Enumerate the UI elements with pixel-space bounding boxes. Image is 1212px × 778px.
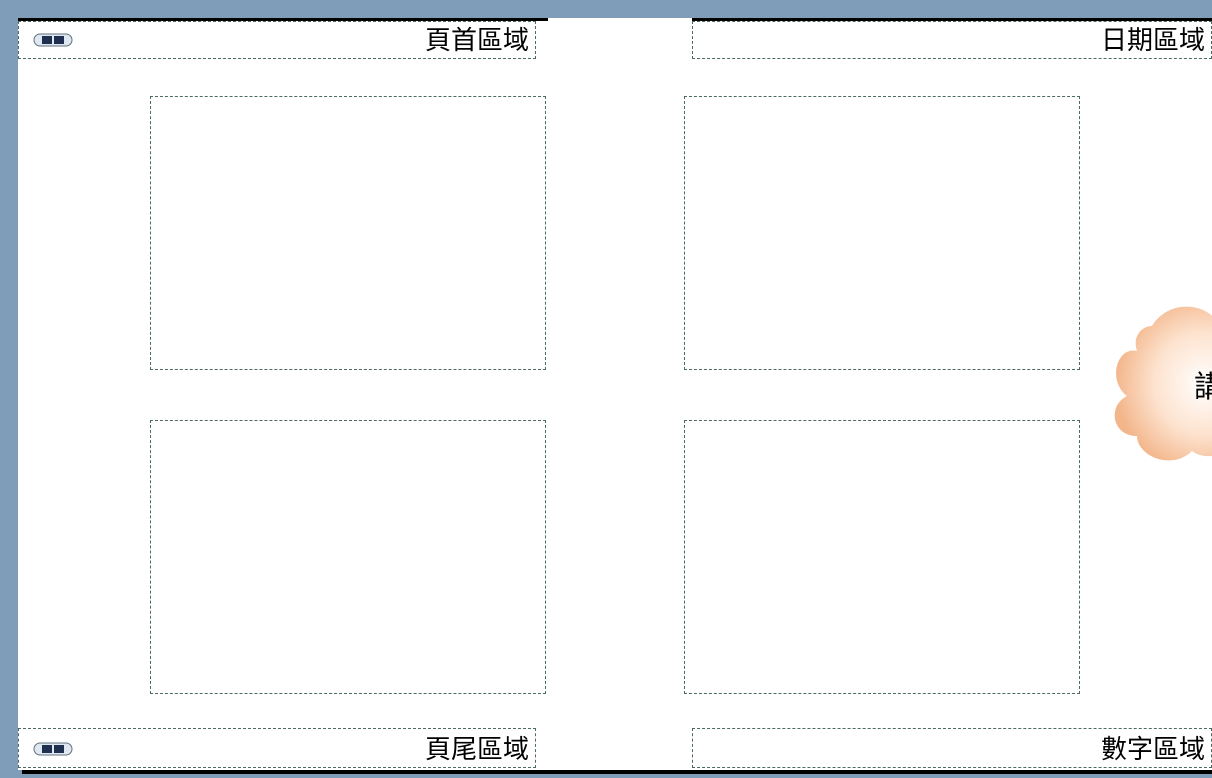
page-top-edge: [18, 18, 548, 21]
date-region[interactable]: 日期區域: [692, 21, 1212, 59]
footer-region[interactable]: 頁尾區域: [18, 728, 536, 768]
placeholder-box-top-left[interactable]: [150, 96, 546, 370]
footer-tag-icon: [33, 742, 73, 756]
number-region[interactable]: 數字區域: [692, 728, 1212, 768]
footer-region-label: 頁尾區域: [424, 735, 529, 765]
date-region-label: 日期區域: [1100, 26, 1205, 56]
placeholder-box-top-right[interactable]: [684, 96, 1080, 370]
placeholder-box-bottom-left[interactable]: [150, 420, 546, 694]
number-region-label: 數字區域: [1100, 735, 1205, 765]
placeholder-box-bottom-right[interactable]: [684, 420, 1080, 694]
header-tag-icon: [33, 33, 73, 47]
header-region[interactable]: 頁首區域: [18, 21, 536, 59]
header-region-label: 頁首區域: [424, 26, 529, 56]
cloud-callout[interactable]: 講: [1112, 296, 1212, 466]
cloud-text: 講: [1194, 370, 1212, 405]
slide-page[interactable]: 頁首區域 日期區域 講: [18, 18, 1212, 770]
cloud-shape-icon: [1114, 306, 1212, 461]
page-top-edge-right: [692, 18, 1212, 21]
